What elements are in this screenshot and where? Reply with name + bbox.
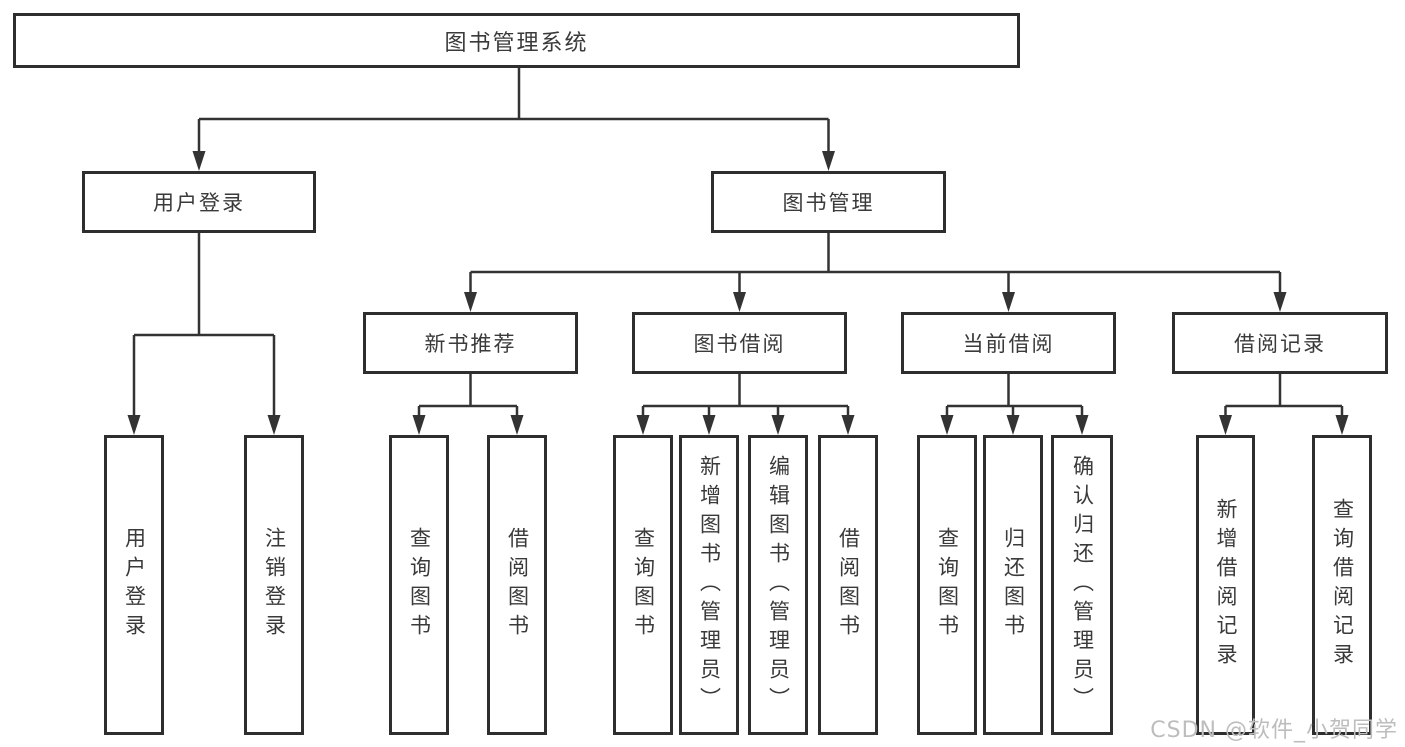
leaf-br-query-record: 查询借阅记录: [1312, 435, 1372, 735]
leaf-nbr-query-book-label: 查询图书: [407, 527, 432, 643]
leaf-br-add-record-label: 新增借阅记录: [1214, 498, 1238, 672]
leaf-cb-query-book: 查询图书: [917, 435, 977, 735]
node-user-login: 用户登录: [82, 171, 316, 233]
leaf-nbr-query-book: 查询图书: [389, 435, 449, 735]
node-root-label: 图书管理系统: [444, 30, 589, 56]
leaf-nbr-borrow-book: 借阅图书: [487, 435, 547, 735]
leaf-bb-add-book-label: 新增图书（管理员）: [697, 454, 722, 716]
leaf-bb-edit-book-label: 编辑图书（管理员）: [766, 454, 791, 716]
node-new-book-recommend-label: 新书推荐: [424, 332, 517, 356]
node-current-borrow: 当前借阅: [901, 312, 1116, 374]
leaf-bb-borrow-book: 借阅图书: [818, 435, 878, 735]
node-book-management-label: 图书管理: [782, 191, 875, 215]
leaf-user-login-label: 用户登录: [122, 527, 147, 643]
leaf-logout-label: 注销登录: [262, 527, 287, 643]
leaf-bb-borrow-book-label: 借阅图书: [836, 527, 861, 643]
node-borrow-record: 借阅记录: [1172, 312, 1388, 374]
node-new-book-recommend: 新书推荐: [363, 312, 578, 374]
leaf-bb-query-book-label: 查询图书: [631, 527, 656, 643]
node-book-borrow: 图书借阅: [632, 312, 847, 374]
leaf-br-query-record-label: 查询借阅记录: [1330, 498, 1355, 672]
node-root: 图书管理系统: [13, 13, 1020, 68]
leaf-logout: 注销登录: [244, 435, 304, 735]
leaf-cb-query-book-label: 查询图书: [935, 527, 960, 643]
leaf-user-login: 用户登录: [104, 435, 164, 735]
leaf-cb-return-book: 归还图书: [983, 435, 1043, 735]
node-user-login-label: 用户登录: [153, 191, 245, 215]
leaf-bb-edit-book: 编辑图书（管理员）: [748, 435, 808, 735]
leaf-cb-return-book-label: 归还图书: [1001, 527, 1026, 643]
leaf-bb-query-book: 查询图书: [613, 435, 673, 735]
node-borrow-record-label: 借阅记录: [1234, 332, 1326, 356]
node-book-borrow-label: 图书借阅: [693, 332, 786, 356]
leaf-bb-add-book: 新增图书（管理员）: [679, 435, 739, 735]
leaf-nbr-borrow-book-label: 借阅图书: [505, 527, 530, 643]
leaf-br-add-record: 新增借阅记录: [1196, 435, 1255, 735]
node-book-management: 图书管理: [711, 171, 946, 233]
leaf-cb-confirm-return: 确认归还（管理员）: [1051, 435, 1113, 735]
node-current-borrow-label: 当前借阅: [962, 332, 1055, 356]
leaf-cb-confirm-return-label: 确认归还（管理员）: [1070, 454, 1095, 716]
watermark: CSDN @软件_小贺同学: [1150, 718, 1398, 743]
